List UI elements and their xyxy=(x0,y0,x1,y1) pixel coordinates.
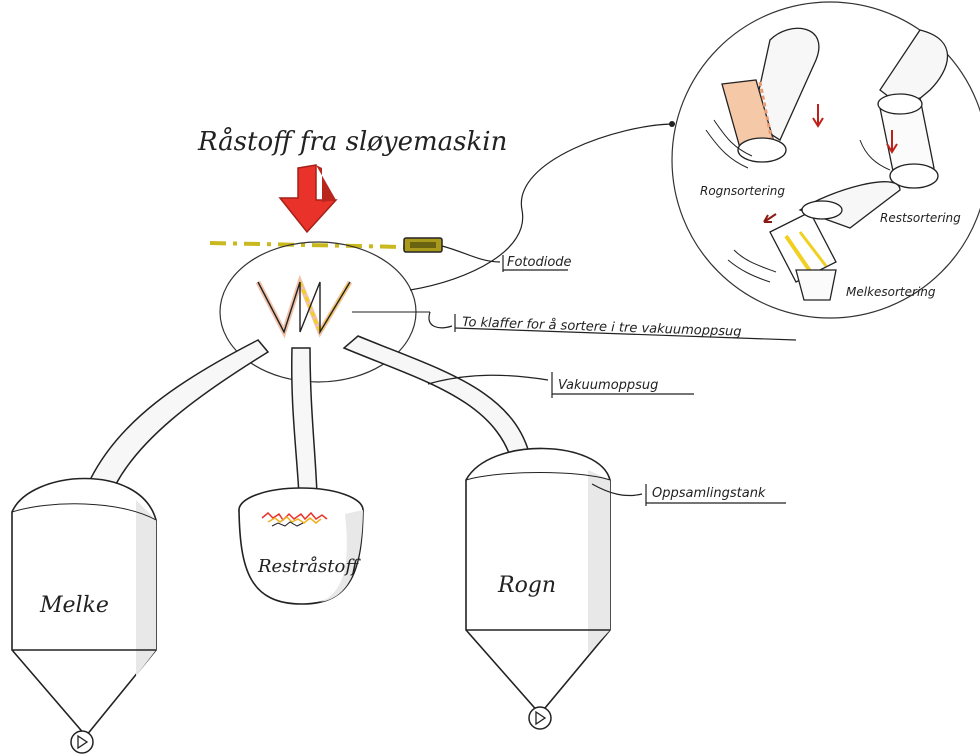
valve-icon[interactable] xyxy=(529,707,551,729)
vacuum-label: Vakuumoppsug xyxy=(558,378,658,393)
detail-melke xyxy=(728,182,900,300)
detail-rest xyxy=(860,30,948,188)
tube-left xyxy=(90,340,268,484)
light-beam xyxy=(210,243,404,247)
valve-icon[interactable] xyxy=(71,731,93,753)
photodiode-icon xyxy=(404,238,442,252)
bowl-middle xyxy=(239,488,363,604)
input-arrow-icon xyxy=(280,165,336,232)
tube-right xyxy=(344,336,532,470)
title-text: Råstoff fra sløyemaskin xyxy=(197,126,507,157)
tank-left-label: Melke xyxy=(39,593,109,618)
detail-rogn-label: Rognsortering xyxy=(700,184,785,198)
detail-rogn xyxy=(706,28,823,168)
fotodiode-label: Fotodiode xyxy=(507,255,572,270)
flaps-label: To klaffer for å sortere i tre vakuumopp… xyxy=(462,315,742,340)
tank-label: Oppsamlingstank xyxy=(652,486,766,501)
tank-right-label: Rogn xyxy=(497,573,556,598)
bowl-middle-label: Restråstoff xyxy=(257,555,361,577)
sorting-flaps xyxy=(258,282,350,332)
detail-rest-label: Restsortering xyxy=(880,211,961,225)
detail-melke-label: Melkesortering xyxy=(846,285,936,299)
